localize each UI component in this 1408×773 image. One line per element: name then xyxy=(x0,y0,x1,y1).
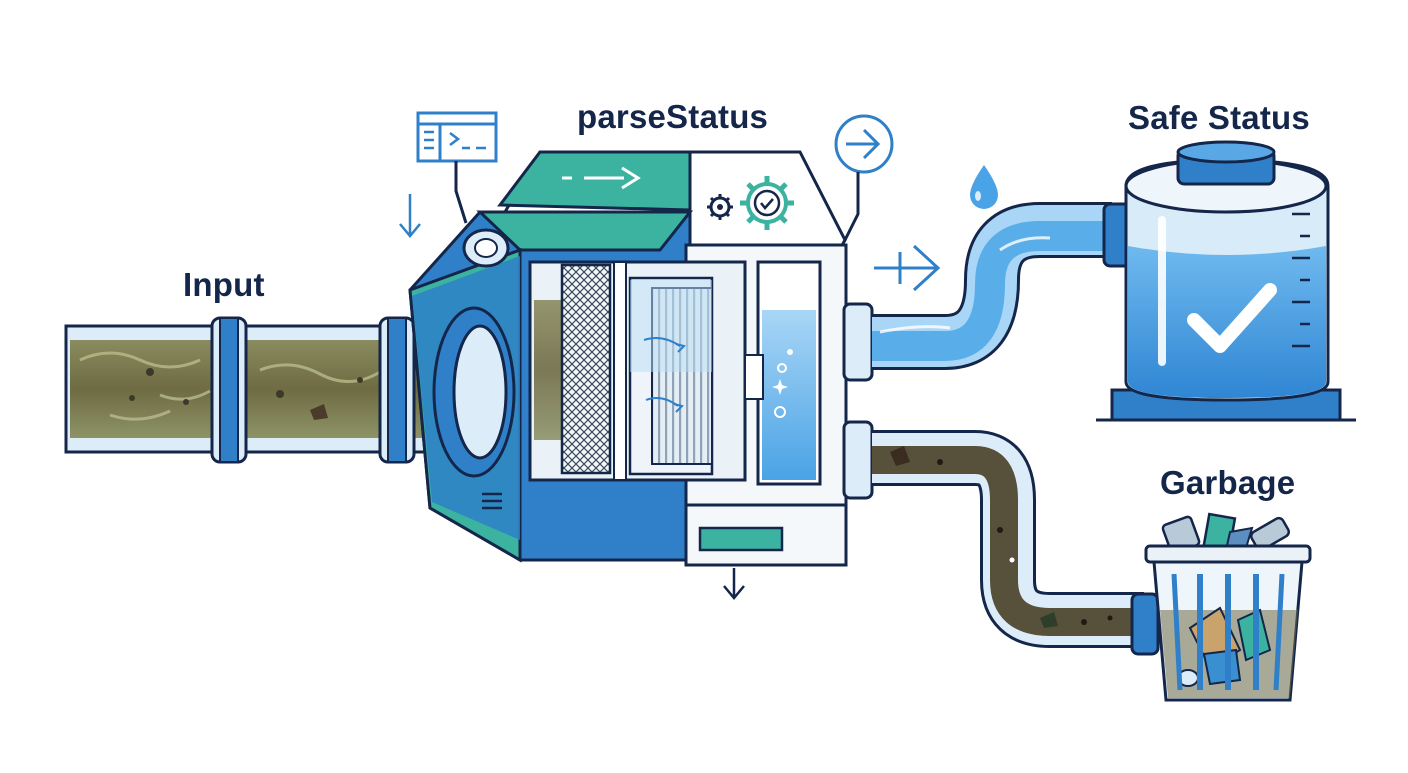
safe-status-tank xyxy=(1096,140,1356,422)
gear-check-icon xyxy=(707,176,794,230)
circle-arrow-right-icon xyxy=(834,114,894,243)
clean-pipe xyxy=(872,202,1112,370)
input-label: Input xyxy=(183,266,265,303)
terminal-window-icon xyxy=(416,111,498,224)
checkmark-icon xyxy=(1187,283,1277,353)
trash-bin-icon xyxy=(1130,512,1312,702)
garbage-label: Garbage xyxy=(1160,464,1296,501)
down-arrow-icon xyxy=(399,194,421,238)
parse-status-label: parseStatus xyxy=(577,98,769,135)
safe-status-label: Safe Status xyxy=(1128,99,1310,136)
bottom-arrow xyxy=(723,568,745,600)
parser-machine xyxy=(408,150,874,567)
water-drop-icon xyxy=(970,165,998,209)
right-arrow-icon xyxy=(874,244,941,292)
garbage-pipe xyxy=(872,430,1144,648)
